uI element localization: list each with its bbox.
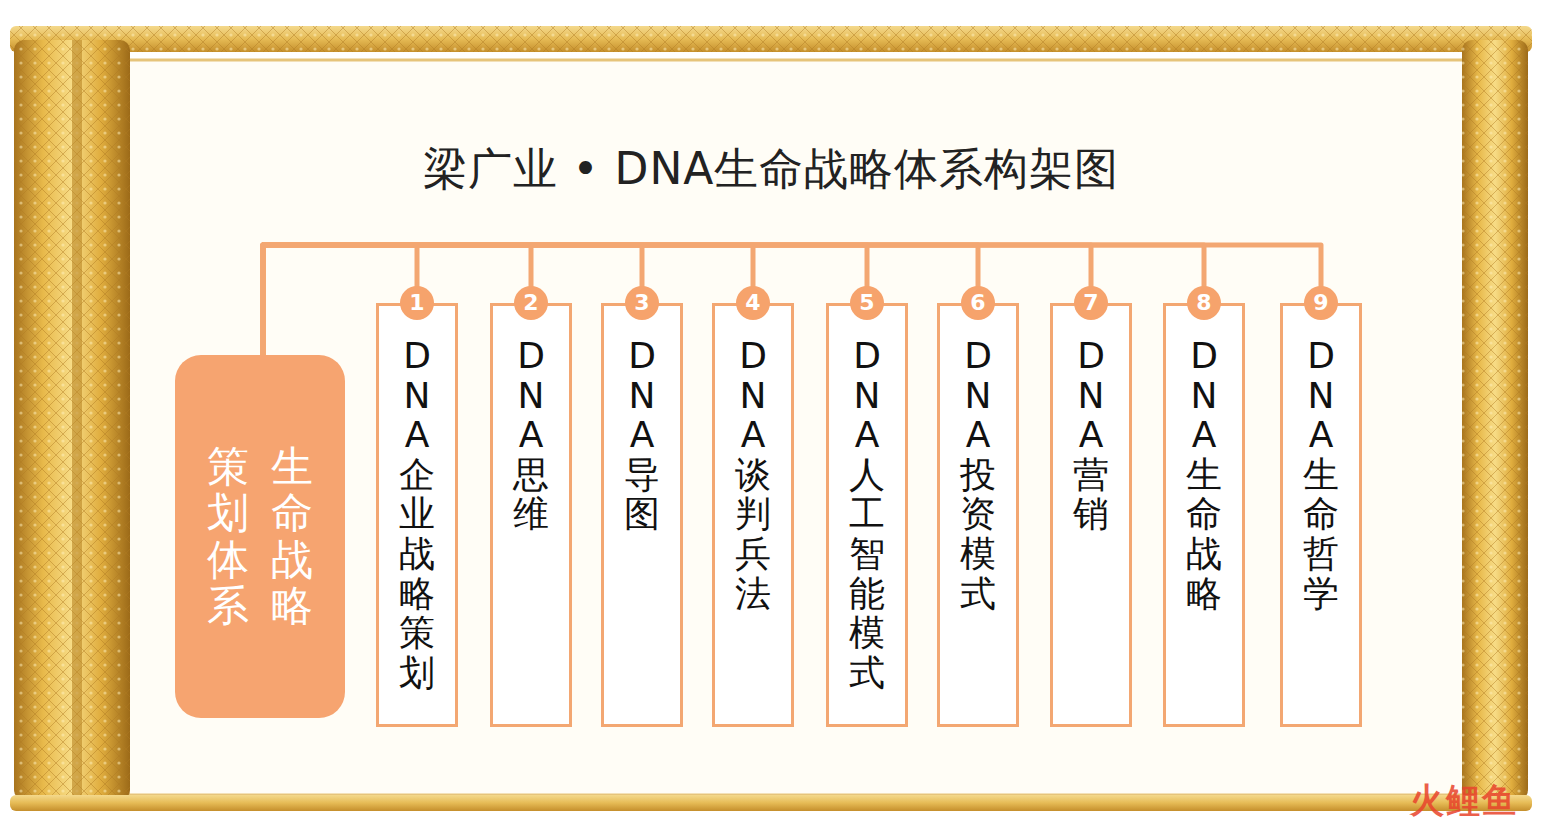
right-roll <box>1462 40 1528 800</box>
branch-box: DNA谈判兵法 <box>712 303 794 727</box>
branch-box: DNA营销 <box>1050 303 1132 727</box>
branch-box-text: DNA谈判兵法 <box>735 336 771 613</box>
bottom-bar <box>10 795 1532 811</box>
branch-box-text: DNA人工智能模式 <box>849 336 885 692</box>
watermark: 火鲤鱼 <box>1410 778 1518 824</box>
branch-box: DNA思维 <box>490 303 572 727</box>
branch-box-text: DNA投资模式 <box>960 336 996 613</box>
branch-box-text: DNA思维 <box>513 336 549 534</box>
branch-box: DNA导图 <box>601 303 683 727</box>
callout-number: 3 <box>625 286 659 320</box>
main-box-text: 策划体系 <box>207 444 249 629</box>
callout-number: 2 <box>514 286 548 320</box>
top-bar-texture <box>10 26 1532 52</box>
callout-number: 8 <box>1187 286 1221 320</box>
branch-box: DNA人工智能模式 <box>826 303 908 727</box>
branch-box: DNA生命哲学 <box>1280 303 1362 727</box>
callout-number: 9 <box>1304 286 1338 320</box>
branch-box-text: DNA生命哲学 <box>1303 336 1339 613</box>
callout-number: 1 <box>400 286 434 320</box>
left-roll-texture <box>14 40 130 800</box>
callout-number: 6 <box>961 286 995 320</box>
main-box: 生命战略策划体系 <box>175 355 345 718</box>
left-roll-edge <box>72 40 82 800</box>
main-box-text: 生命战略 <box>271 444 313 629</box>
top-bar <box>10 26 1532 52</box>
branch-box-text: DNA导图 <box>624 336 660 534</box>
callout-number: 4 <box>736 286 770 320</box>
right-roll-texture <box>1462 40 1528 800</box>
diagram-title: 梁广业 • DNA生命战略体系构架图 <box>0 140 1542 199</box>
branch-box-text: DNA营销 <box>1073 336 1109 534</box>
branch-box-text: DNA生命战略 <box>1186 336 1222 613</box>
branch-box-text: DNA企业战略策划 <box>399 336 435 692</box>
left-roll <box>14 40 130 800</box>
branch-box: DNA生命战略 <box>1163 303 1245 727</box>
callout-number: 7 <box>1074 286 1108 320</box>
branch-box: DNA投资模式 <box>937 303 1019 727</box>
branch-box: DNA企业战略策划 <box>376 303 458 727</box>
callout-number: 5 <box>850 286 884 320</box>
